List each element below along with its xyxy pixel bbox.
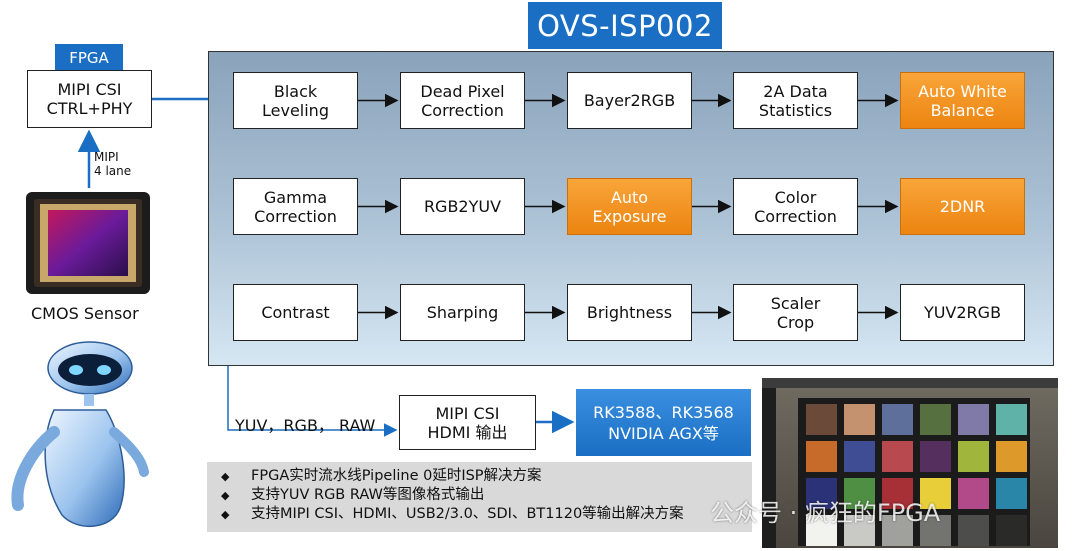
- diagram-title: OVS-ISP002: [528, 2, 722, 49]
- note-item: ◆支持YUV RGB RAW等图像格式输出: [221, 487, 485, 503]
- color-patch: [806, 404, 837, 435]
- bullet-icon: ◆: [221, 470, 230, 483]
- color-patch: [996, 404, 1027, 435]
- note-item: ◆FPGA实时流水线Pipeline 0延时ISP解决方案: [221, 468, 542, 484]
- color-patch: [920, 515, 951, 546]
- color-patch: [958, 404, 989, 435]
- pipeline-stage: Auto Exposure: [567, 178, 692, 235]
- color-patch: [996, 441, 1027, 472]
- color-patch: [806, 515, 837, 546]
- pipeline-stage: 2DNR: [900, 178, 1025, 235]
- color-patch: [882, 515, 913, 546]
- pipeline-stage: 2A Data Statistics: [733, 72, 858, 129]
- color-patch: [958, 441, 989, 472]
- color-checker-photo: [762, 378, 1058, 548]
- color-patch: [920, 478, 951, 509]
- color-patch: [844, 404, 875, 435]
- pipeline-stage: Dead Pixel Correction: [400, 72, 525, 129]
- fpga-tag: FPGA: [55, 44, 123, 71]
- bullet-icon: ◆: [221, 489, 230, 502]
- pipeline-stage: Auto White Balance: [900, 72, 1025, 129]
- robot-mascot-image: [11, 341, 149, 527]
- color-patch: [882, 404, 913, 435]
- color-patch: [920, 441, 951, 472]
- watermark-text: 公众号 · 疯狂的FPGA: [710, 499, 941, 527]
- cmos-sensor-chip-image: [26, 192, 150, 294]
- color-patch: [920, 404, 951, 435]
- note-item: ◆支持MIPI CSI、HDMI、USB2/3.0、SDI、BT1120等输出解…: [221, 506, 684, 522]
- color-patch: [844, 441, 875, 472]
- color-patch: [844, 478, 875, 509]
- color-patch: [882, 478, 913, 509]
- panel-output-arrow: [227, 366, 398, 437]
- pipeline-stage: Sharping: [400, 284, 525, 341]
- feature-notes: ◆FPGA实时流水线Pipeline 0延时ISP解决方案 ◆支持YUV RGB…: [207, 462, 752, 532]
- color-patch: [958, 515, 989, 546]
- pipeline-stage: Black Leveling: [233, 72, 358, 129]
- pipeline-stage: Contrast: [233, 284, 358, 341]
- color-checker-chart: [798, 398, 1030, 546]
- pipeline-stage: Gamma Correction: [233, 178, 358, 235]
- color-patch: [958, 478, 989, 509]
- pipeline-stage: RGB2YUV: [400, 178, 525, 235]
- dock-bar: [762, 388, 776, 548]
- mipi-hdmi-output-box: MIPI CSI HDMI 输出: [399, 395, 536, 450]
- color-patch: [882, 441, 913, 472]
- output-formats-label: YUV，RGB， RAW: [235, 416, 376, 435]
- color-patch: [996, 515, 1027, 546]
- mipi-csi-ctrl-box: MIPI CSI CTRL+PHY: [27, 70, 152, 128]
- pipeline-stage: Brightness: [567, 284, 692, 341]
- color-patch: [806, 478, 837, 509]
- mipi-lane-label: MIPI 4 lane: [94, 150, 132, 178]
- target-soc-box: RK3588、RK3568 NVIDIA AGX等: [576, 389, 751, 456]
- color-patch: [806, 441, 837, 472]
- pipeline-stage: Color Correction: [733, 178, 858, 235]
- pipeline-stage: Scaler Crop: [733, 284, 858, 341]
- bullet-icon: ◆: [221, 508, 230, 521]
- cmos-sensor-label: CMOS Sensor: [31, 304, 139, 323]
- window-titlebar: [762, 378, 1058, 388]
- color-patch: [844, 515, 875, 546]
- pipeline-stage: YUV2RGB: [900, 284, 1025, 341]
- color-patch: [996, 478, 1027, 509]
- pipeline-stage: Bayer2RGB: [567, 72, 692, 129]
